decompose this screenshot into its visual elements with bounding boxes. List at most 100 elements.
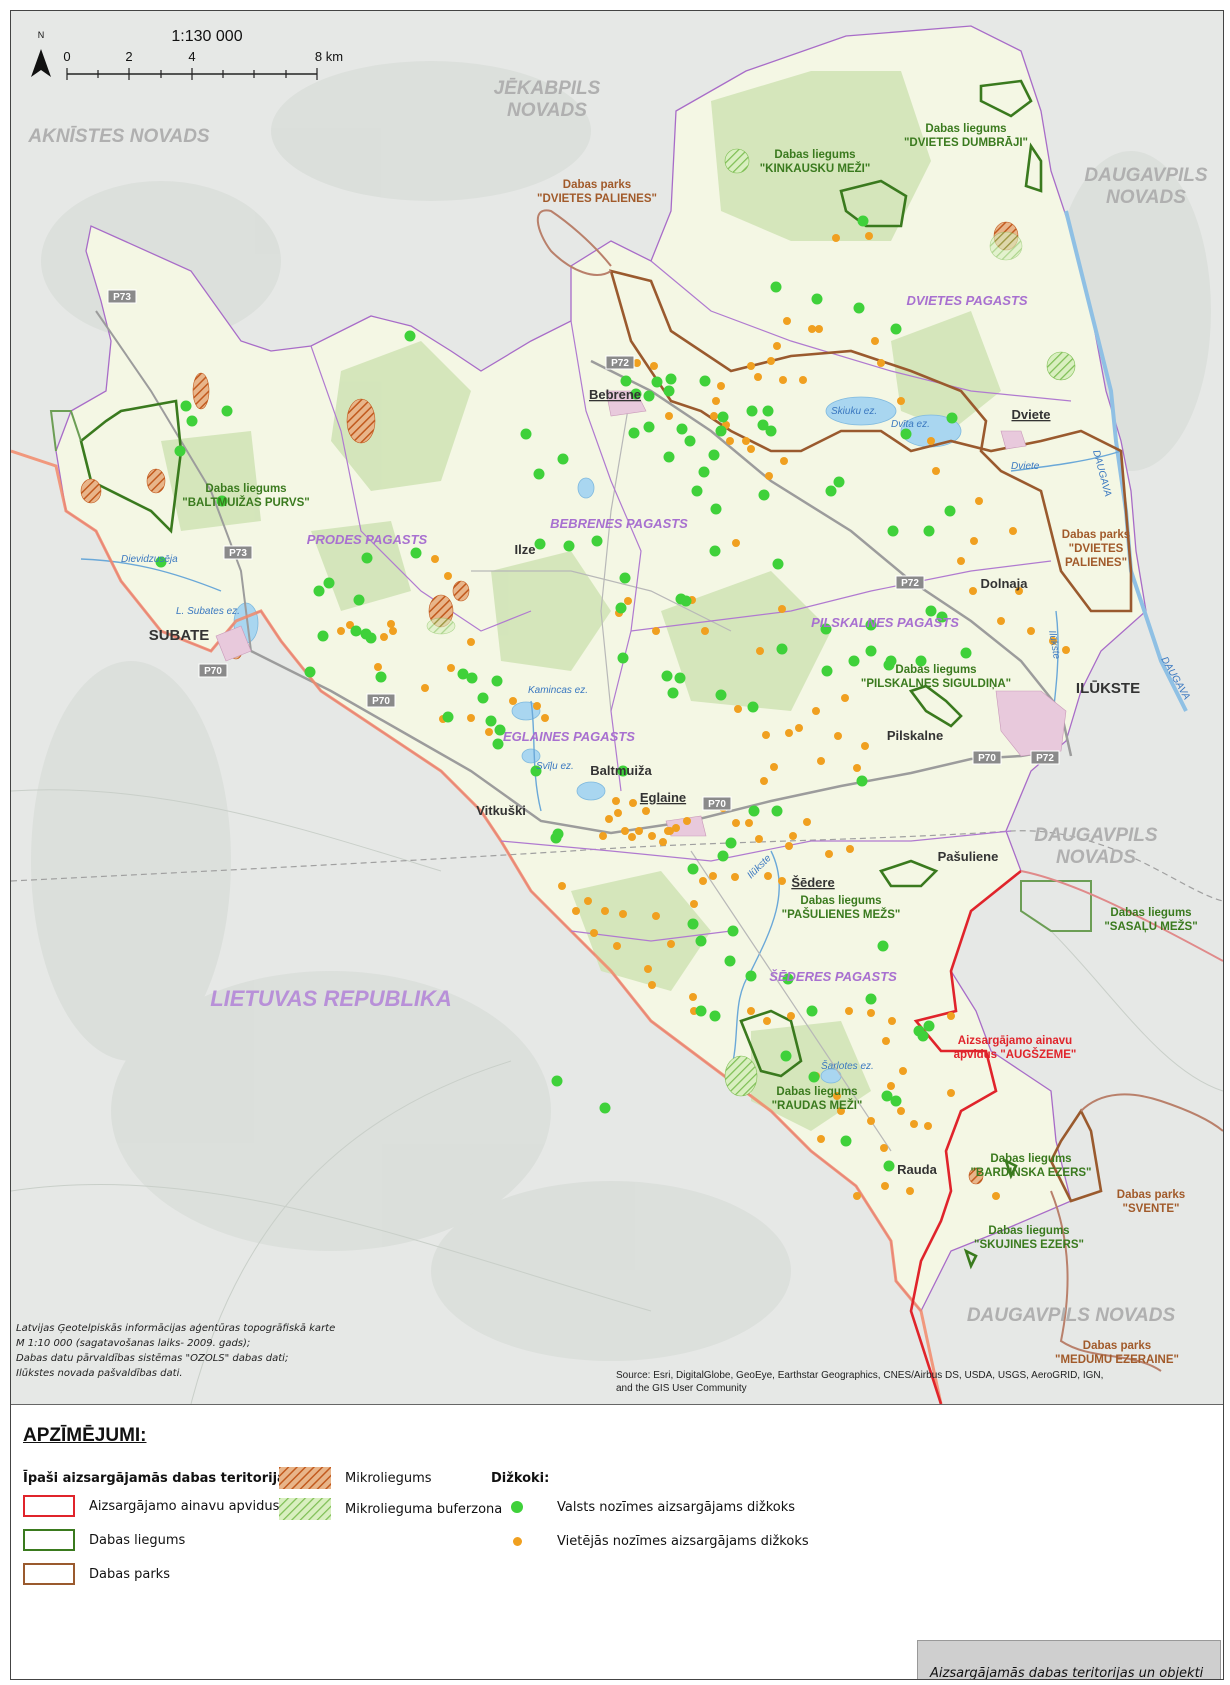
landscape-swatch: [23, 1495, 75, 1517]
national-tree-marker: [361, 552, 373, 564]
local-tree-marker: [732, 539, 740, 547]
legend-item-reserve: Dabas liegums: [23, 1529, 185, 1551]
local-tree-marker: [380, 633, 388, 641]
national-tree-marker: [776, 643, 788, 655]
national-tree-marker: [923, 1020, 935, 1032]
local-tree-marker: [957, 557, 965, 565]
legend-label: Dabas liegums: [89, 1532, 186, 1548]
place-labels: Bebrene Dviete Ilze Dolnaja SUBATE ILŪKS…: [149, 387, 1140, 1177]
map-canvas[interactable]: P73 P73 P72 P72 P72 P70 P70 P70 P70 JĒKA…: [11, 11, 1223, 1404]
reserve-label: Dabas liegums: [988, 1225, 1069, 1237]
nature-reserve-outside: [49, 410, 1092, 932]
local-tree-marker: [867, 1009, 875, 1017]
park-label: Dabas parks: [1083, 1340, 1151, 1352]
local-tree-marker: [799, 376, 807, 384]
local-tree-marker: [346, 621, 354, 629]
national-tree-marker: [890, 323, 902, 335]
national-tree-marker: [715, 425, 727, 437]
scale-bar: 1:130 000 0 2 4 8 km N: [31, 28, 343, 80]
national-tree-marker: [709, 545, 721, 557]
region-label: NOVADS: [1106, 187, 1186, 208]
legend-trees-heading: Dižkoki:: [491, 1471, 550, 1486]
national-tree-marker: [881, 1090, 893, 1102]
national-tree-marker: [180, 400, 192, 412]
local-tree-marker: [389, 627, 397, 635]
national-tree-marker: [699, 375, 711, 387]
national-tree-marker: [492, 738, 504, 750]
local-tree-marker: [509, 697, 517, 705]
national-tree-marker: [691, 485, 703, 497]
national-tree-marker: [746, 405, 758, 417]
legend-item-landscape: Aizsargājamo ainavu apvidus: [23, 1495, 279, 1517]
local-tree-marker: [667, 940, 675, 948]
local-tree-marker: [533, 702, 541, 710]
local-tree-marker: [778, 877, 786, 885]
local-tree-marker: [612, 797, 620, 805]
local-tree-marker: [665, 412, 673, 420]
parish-label: PRODES PAGASTS: [307, 532, 428, 547]
local-tree-marker: [867, 1117, 875, 1125]
local-tree-marker: [992, 1192, 1000, 1200]
local-tree-marker: [628, 833, 636, 841]
national-tree-marker: [915, 655, 927, 667]
national-tree-marker: [317, 630, 329, 642]
national-tree-marker: [663, 385, 675, 397]
national-tree-marker: [466, 672, 478, 684]
national-tree-marker: [353, 594, 365, 606]
parish-label: BEBRENES PAGASTS: [550, 516, 688, 531]
place-label: SUBATE: [149, 627, 210, 644]
water-label: Šarlotes ez.: [821, 1059, 874, 1072]
national-tree-marker: [551, 1075, 563, 1087]
parish-labels: DVIETES PAGASTS PRODES PAGASTS BEBRENES …: [307, 293, 1028, 984]
local-tree-marker: [882, 1037, 890, 1045]
local-tree-marker: [906, 1187, 914, 1195]
national-tree-marker: [944, 505, 956, 517]
water-label: Dviete: [1011, 461, 1040, 472]
local-tree-marker: [387, 620, 395, 628]
local-tree-marker: [834, 732, 842, 740]
national-tree-swatch: [491, 1496, 543, 1518]
national-tree-marker: [747, 701, 759, 713]
national-tree-marker: [745, 970, 757, 982]
local-tree-marker: [652, 912, 660, 920]
reserve-label: "BALTMUIŽAS PURVS": [182, 496, 309, 509]
local-tree-marker: [932, 467, 940, 475]
local-tree-marker: [633, 359, 641, 367]
map-title: Aizsargājamās dabas teritorijas un objek…: [930, 1666, 1204, 1680]
landscape-label: apvidus "AUGŠZEME": [954, 1048, 1077, 1061]
water-label: Kamincas ez.: [528, 685, 588, 696]
national-tree-marker: [883, 659, 895, 671]
local-tree-marker: [897, 1107, 905, 1115]
local-tree-marker: [619, 910, 627, 918]
local-tree-marker: [764, 872, 772, 880]
local-tree-marker: [880, 1144, 888, 1152]
national-tree-marker: [848, 655, 860, 667]
local-tree-marker: [659, 838, 667, 846]
local-tree-marker: [485, 728, 493, 736]
place-label: Baltmuiža: [590, 763, 652, 778]
national-tree-marker: [936, 611, 948, 623]
national-tree-marker: [695, 1005, 707, 1017]
local-tree-marker: [1027, 627, 1035, 635]
national-tree-marker: [687, 918, 699, 930]
place-label: Ilze: [515, 542, 536, 557]
place-label: Eglaine: [640, 790, 686, 805]
local-tree-marker: [648, 832, 656, 840]
reserve-label: "SASAĻU MEŽS": [1104, 920, 1197, 933]
local-tree-marker: [731, 873, 739, 881]
national-tree-marker: [630, 388, 642, 400]
national-tree-marker: [923, 525, 935, 537]
local-tree-marker: [642, 807, 650, 815]
place-label: Šēdere: [791, 875, 834, 890]
national-tree-marker: [410, 547, 422, 559]
road-shield: P70: [702, 796, 732, 811]
local-tree-marker: [629, 799, 637, 807]
local-tree-marker: [664, 827, 672, 835]
water-label: Dievidzusēja: [121, 554, 178, 565]
road-label: P70: [372, 696, 390, 707]
national-tree-marker: [772, 558, 784, 570]
national-tree-marker: [821, 665, 833, 677]
region-label: DAUGAVPILS NOVADS: [967, 1305, 1176, 1326]
road-shield: P72: [895, 575, 925, 590]
local-tree-marker: [778, 605, 786, 613]
